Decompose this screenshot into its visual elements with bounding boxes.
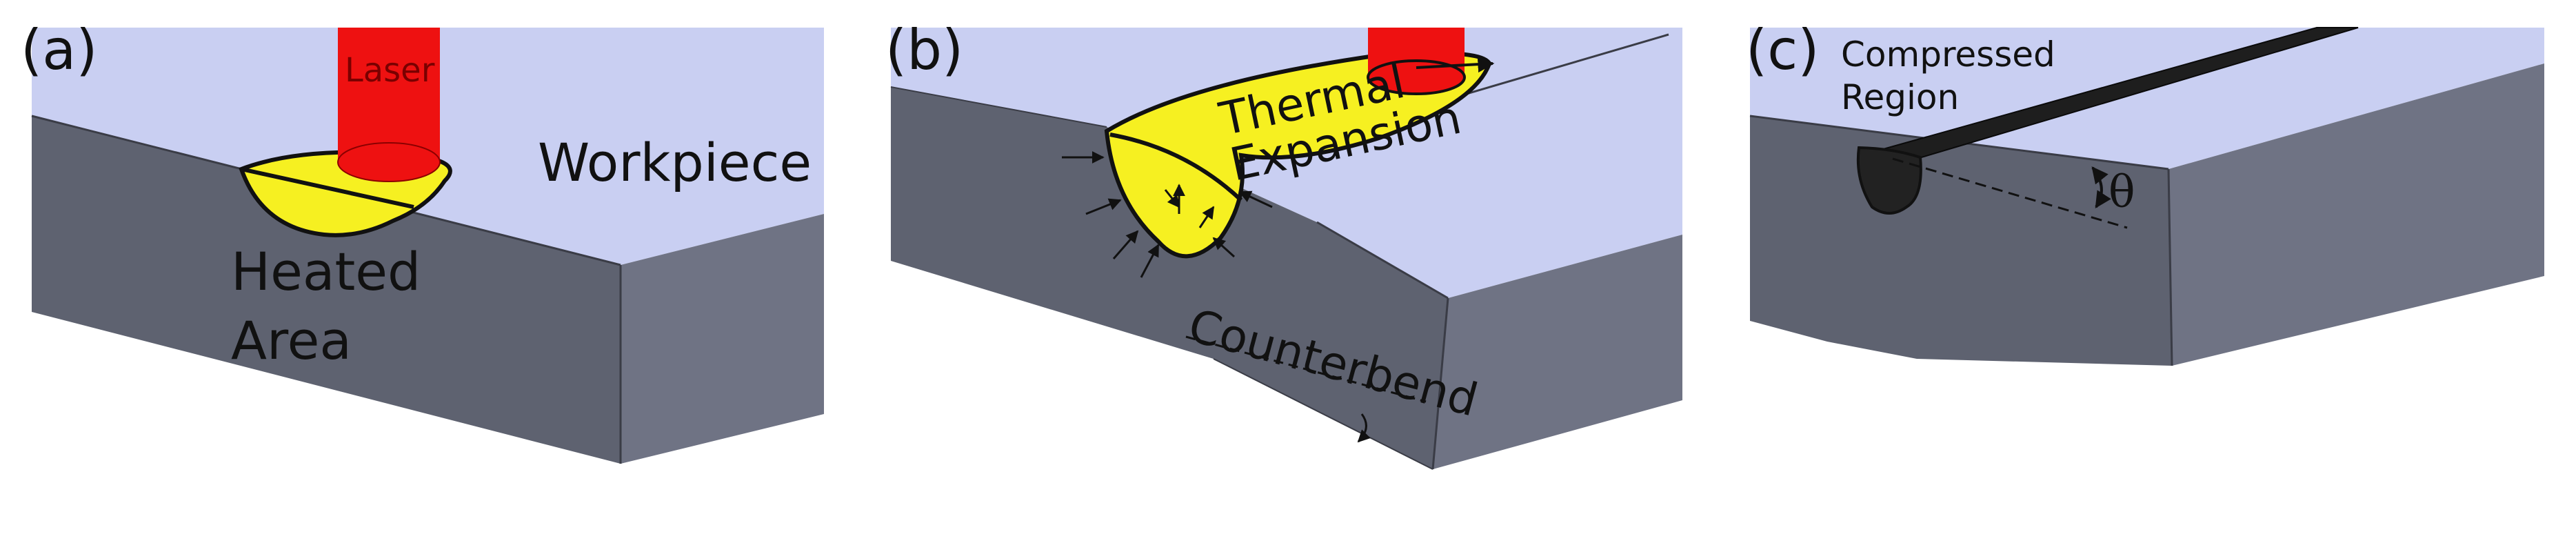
angle-symbol: θ (2109, 167, 2135, 218)
workpiece-front-face-b (891, 87, 1448, 469)
compressed-region (1856, 146, 1922, 215)
compressed-label-line2: Region (1841, 77, 1959, 117)
laser-label: Laser (345, 51, 435, 90)
panel-b: (b) Thermal Expansion Counterbend (885, 18, 1682, 470)
workpiece-label: Workpiece (538, 132, 812, 193)
panel-a-letter: (a) (21, 18, 97, 82)
panel-c: (c) Compressed Region θ (1746, 18, 2544, 366)
panel-a: (a) Laser Workpiece Heated Area (21, 18, 824, 464)
laser-beam-b (1367, 28, 1495, 95)
laser-beam (337, 28, 441, 182)
panel-b-letter: (b) (885, 18, 963, 82)
workpiece-side-face-c (2169, 63, 2544, 366)
panel-c-letter: (c) (1746, 18, 1819, 82)
thermal-expansion-zone (1104, 50, 1492, 259)
workpiece-side-face-b (1433, 235, 1682, 469)
compressed-label-line1: Compressed (1841, 35, 2055, 75)
compression-arrows-icon (1062, 151, 1273, 278)
counterbend-arrow-icon (1357, 413, 1371, 443)
heated-label-line2: Area (231, 310, 352, 371)
workpiece-side-face (621, 214, 824, 464)
workpiece-front-face-c (1750, 116, 2172, 366)
angle-arrow-icon (2091, 166, 2111, 209)
workpiece-top-surface-b (891, 28, 1682, 298)
heated-label-line1: Heated (231, 241, 421, 302)
workpiece-front-face (32, 116, 621, 464)
